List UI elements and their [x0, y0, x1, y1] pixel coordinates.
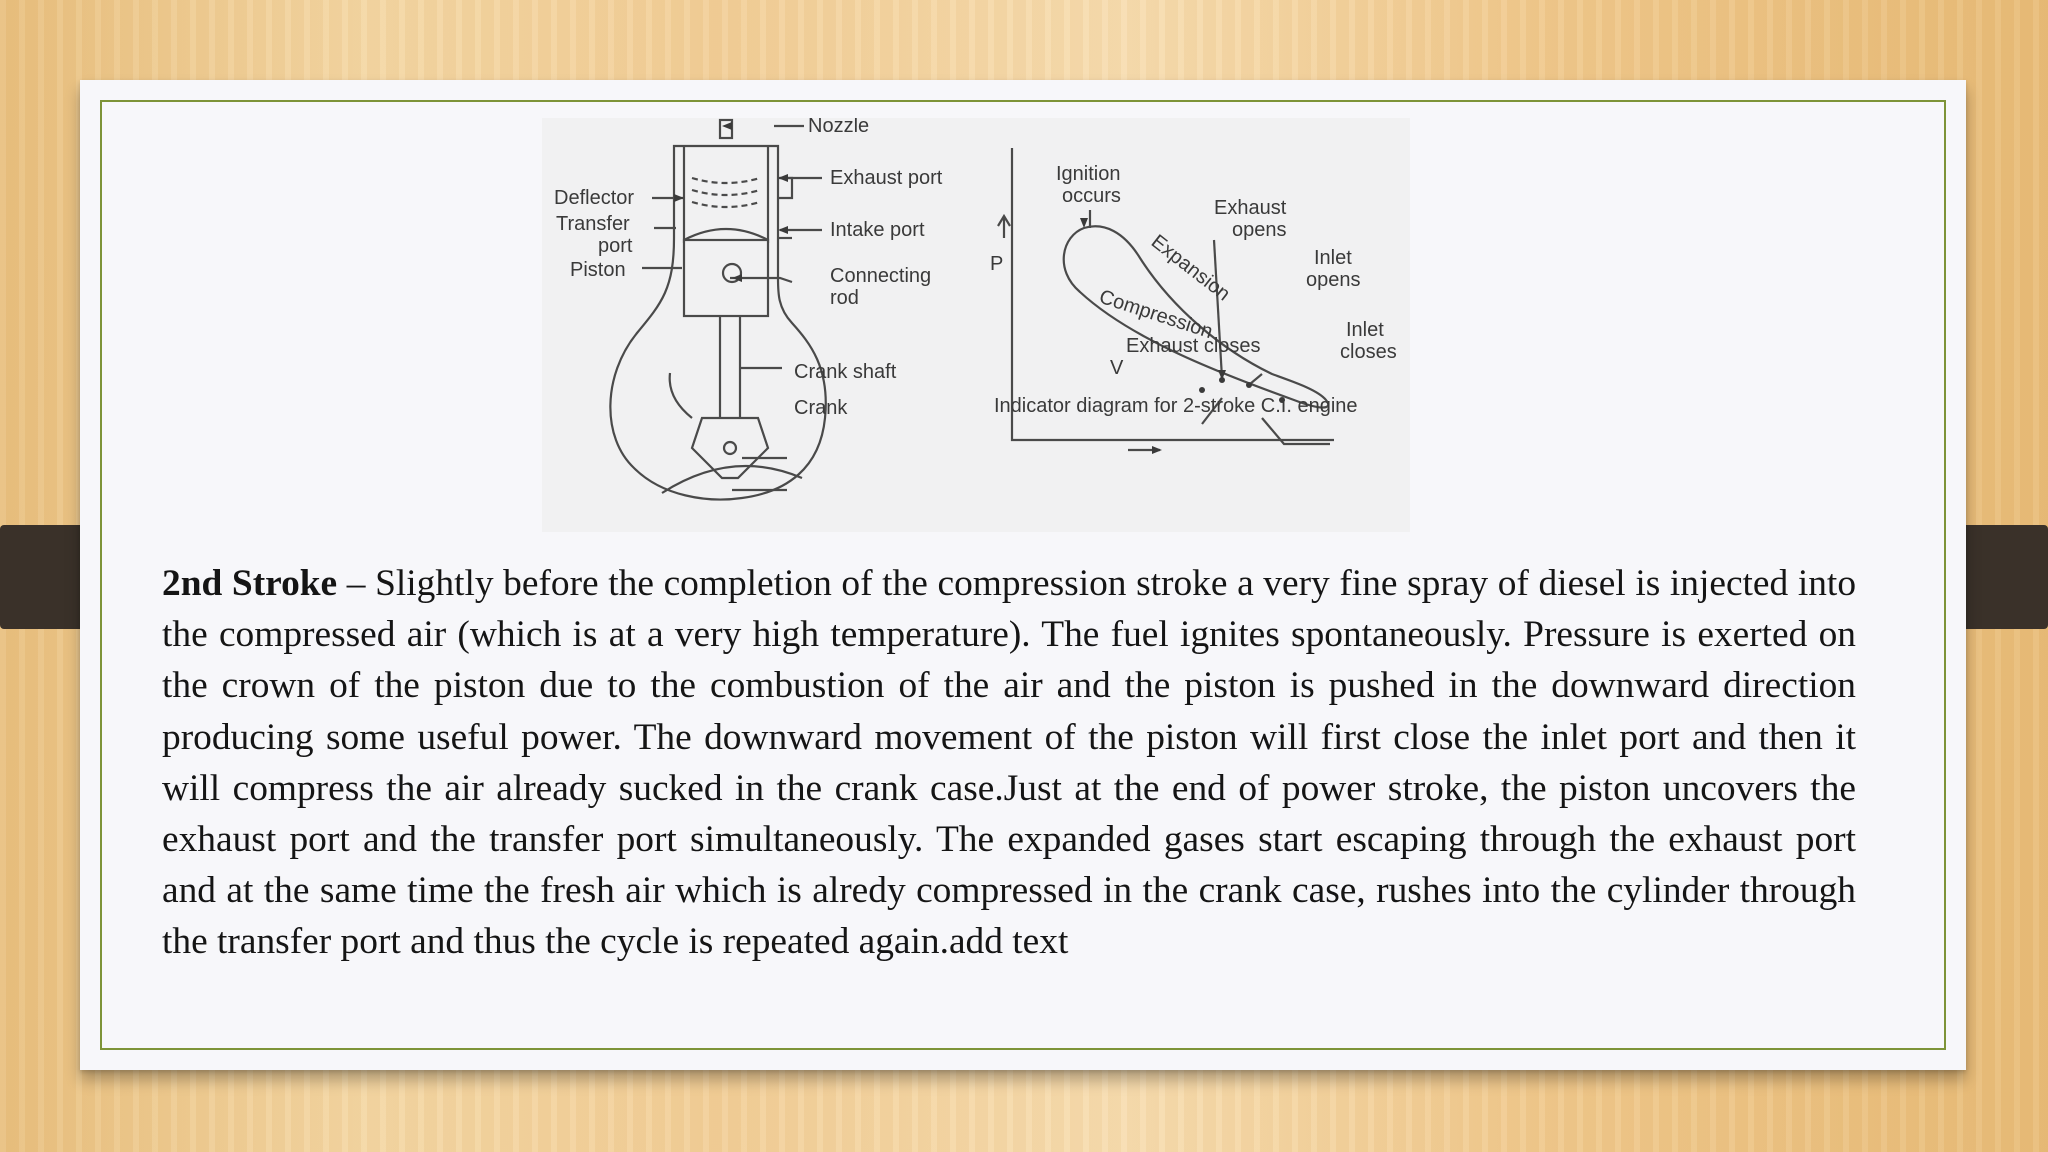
label-transfer-port-line2: port: [598, 235, 633, 257]
label-crank-shaft: Crank shaft: [794, 361, 897, 383]
label-inlet-closes-line2: closes: [1340, 341, 1397, 363]
label-ignition-line1: Ignition: [1056, 163, 1121, 185]
label-expansion: Expansion: [1147, 231, 1234, 306]
label-deflector: Deflector: [554, 187, 634, 209]
label-connecting-rod-line2: rod: [830, 287, 859, 309]
pv-loop: [1062, 225, 1330, 409]
label-inlet-closes-line1: Inlet: [1346, 319, 1384, 341]
label-exhaust-port: Exhaust port: [830, 167, 943, 189]
label-exhaust-opens-line1: Exhaust: [1214, 197, 1287, 219]
engine-figure: Nozzle Exhaust port Deflector Transfer p…: [542, 118, 1410, 532]
label-p-axis: P: [990, 253, 1003, 275]
label-v-axis: V: [1110, 357, 1124, 379]
slide-border: [100, 100, 1946, 1050]
slide-card: Nozzle Exhaust port Deflector Transfer p…: [80, 80, 1966, 1070]
engine-body-outline: [609, 144, 827, 501]
label-exhaust-opens-line2: opens: [1232, 219, 1287, 241]
label-inlet-opens-line2: opens: [1306, 269, 1361, 291]
label-connecting-rod-line1: Connecting: [830, 265, 931, 287]
pv-axes: [1010, 148, 1334, 442]
label-inlet-opens-line1: Inlet: [1314, 247, 1352, 269]
label-intake-port: Intake port: [830, 219, 925, 241]
figure-caption: Indicator diagram for 2-stroke C.I. engi…: [994, 395, 1358, 417]
label-crank: Crank: [794, 397, 848, 419]
engine-diagram-svg: Nozzle Exhaust port Deflector Transfer p…: [554, 118, 1397, 501]
label-exhaust-closes: Exhaust closes: [1126, 335, 1261, 357]
label-ignition-line2: occurs: [1062, 185, 1121, 207]
stroke-text: – Slightly before the completion of the …: [162, 563, 1857, 963]
label-nozzle: Nozzle: [808, 118, 869, 137]
stroke-description: 2nd Stroke – Slightly before the complet…: [162, 558, 1856, 968]
label-transfer-port-line1: Transfer: [556, 213, 630, 235]
stroke-heading: 2nd Stroke: [162, 563, 338, 604]
label-piston: Piston: [570, 259, 626, 281]
